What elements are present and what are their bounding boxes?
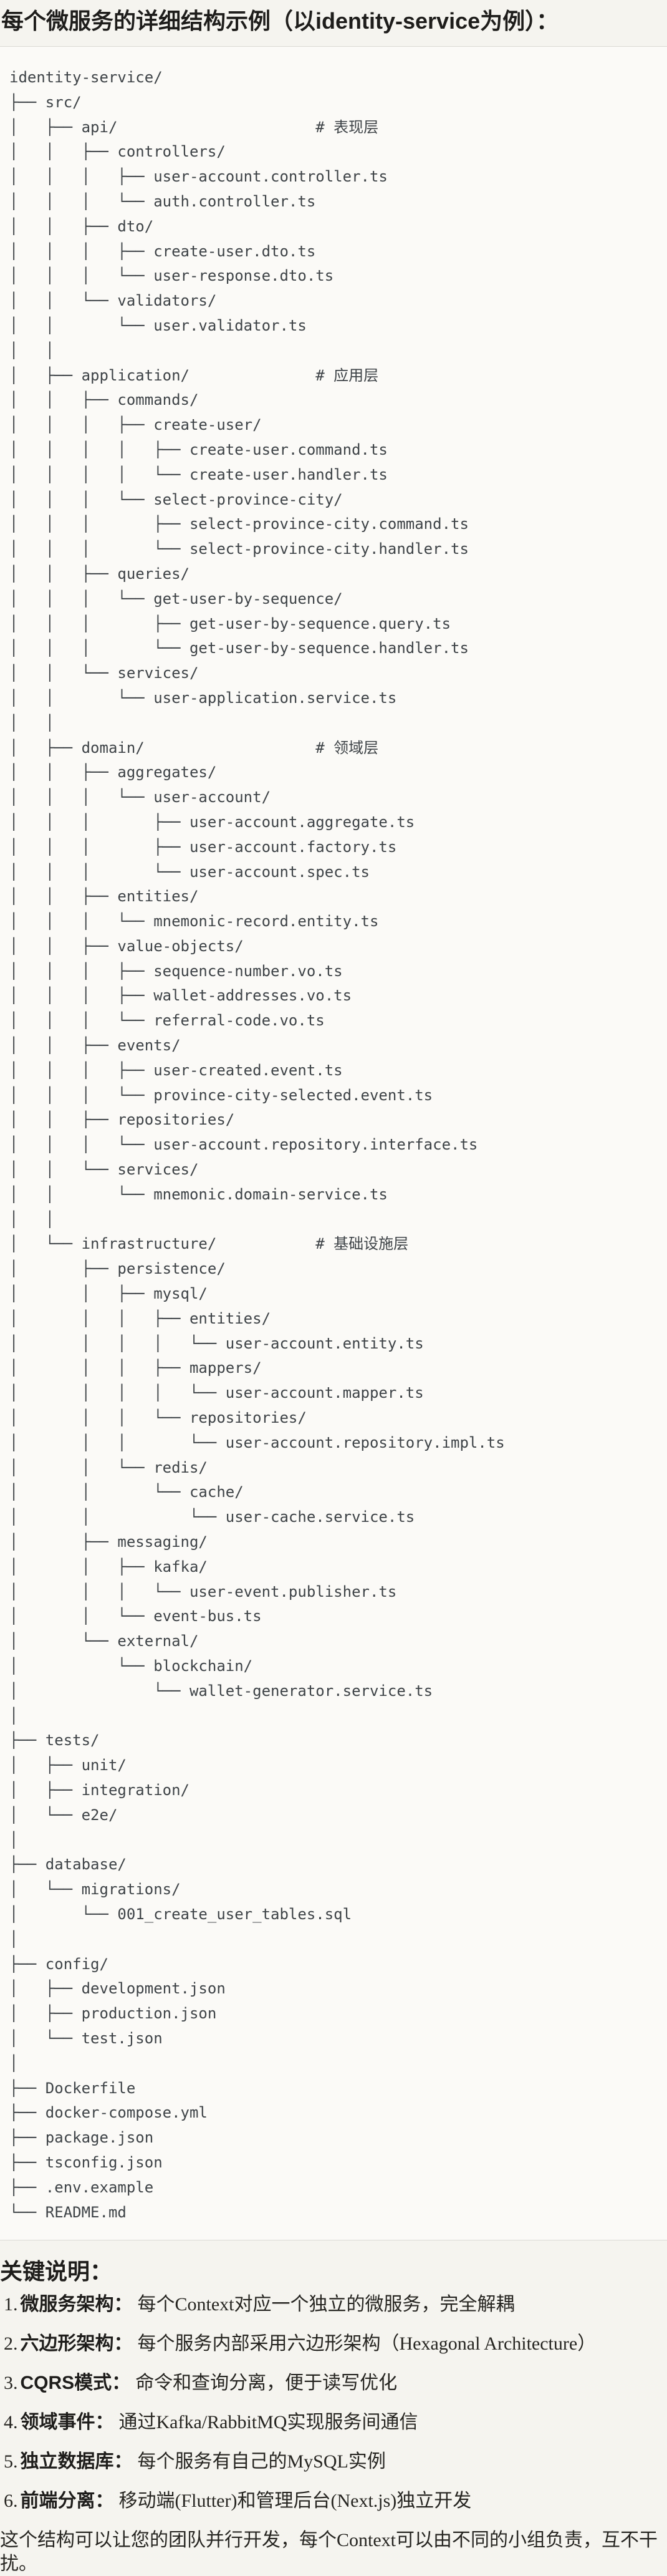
note-item-5: 5.独立数据库：每个服务有自己的MySQL实例 bbox=[0, 2450, 661, 2474]
note-label: 领域事件： bbox=[20, 2412, 114, 2433]
note-description: 每个服务内部采用六边形架构（Hexagonal Architecture） bbox=[137, 2333, 597, 2355]
note-item-2: 2.六边形架构：每个服务内部采用六边形架构（Hexagonal Architec… bbox=[0, 2332, 661, 2356]
note-description: 每个Context对应一个独立的微服务，完全解耦 bbox=[137, 2294, 515, 2315]
notes-heading: 关键说明： bbox=[0, 2259, 113, 2285]
note-description: 每个服务有自己的MySQL实例 bbox=[137, 2451, 386, 2472]
note-description: 通过Kafka/RabbitMQ实现服务间通信 bbox=[118, 2412, 418, 2433]
notes-section: 关键说明： 1.微服务架构：每个Context对应一个独立的微服务，完全解耦 2… bbox=[0, 2258, 667, 2576]
note-item-1: 1.微服务架构：每个Context对应一个独立的微服务，完全解耦 bbox=[0, 2293, 661, 2317]
note-label: 六边形架构： bbox=[20, 2333, 133, 2355]
note-description: 移动端(Flutter)和管理后台(Next.js)独立开发 bbox=[118, 2491, 472, 2512]
note-label: CQRS模式： bbox=[20, 2373, 131, 2394]
note-number: 3. bbox=[4, 2373, 18, 2394]
note-description: 命令和查询分离，便于读写优化 bbox=[135, 2373, 398, 2394]
note-item-4: 4.领域事件：通过Kafka/RabbitMQ实现服务间通信 bbox=[0, 2411, 661, 2434]
note-label: 前端分离： bbox=[20, 2491, 114, 2512]
note-number: 4. bbox=[4, 2412, 18, 2433]
file-tree: identity-service/ ├── src/ │ ├── api/ # … bbox=[9, 69, 505, 2221]
note-number: 1. bbox=[4, 2294, 18, 2315]
note-label: 独立数据库： bbox=[20, 2451, 133, 2472]
code-block: identity-service/ ├── src/ │ ├── api/ # … bbox=[0, 46, 667, 2241]
note-number: 5. bbox=[4, 2451, 18, 2472]
note-item-3: 3.CQRS模式：命令和查询分离，便于读写优化 bbox=[0, 2371, 661, 2395]
notes-footer: 这个结构可以让您的团队并行开发，每个Context可以由不同的小组负责，互不干扰… bbox=[0, 2530, 658, 2575]
page-title: 每个微服务的详细结构示例（以identity-service为例）： bbox=[1, 8, 559, 34]
note-item-6: 6.前端分离：移动端(Flutter)和管理后台(Next.js)独立开发 bbox=[0, 2489, 661, 2513]
note-number: 2. bbox=[4, 2333, 18, 2355]
note-label: 微服务架构： bbox=[20, 2294, 133, 2315]
note-number: 6. bbox=[4, 2491, 18, 2512]
